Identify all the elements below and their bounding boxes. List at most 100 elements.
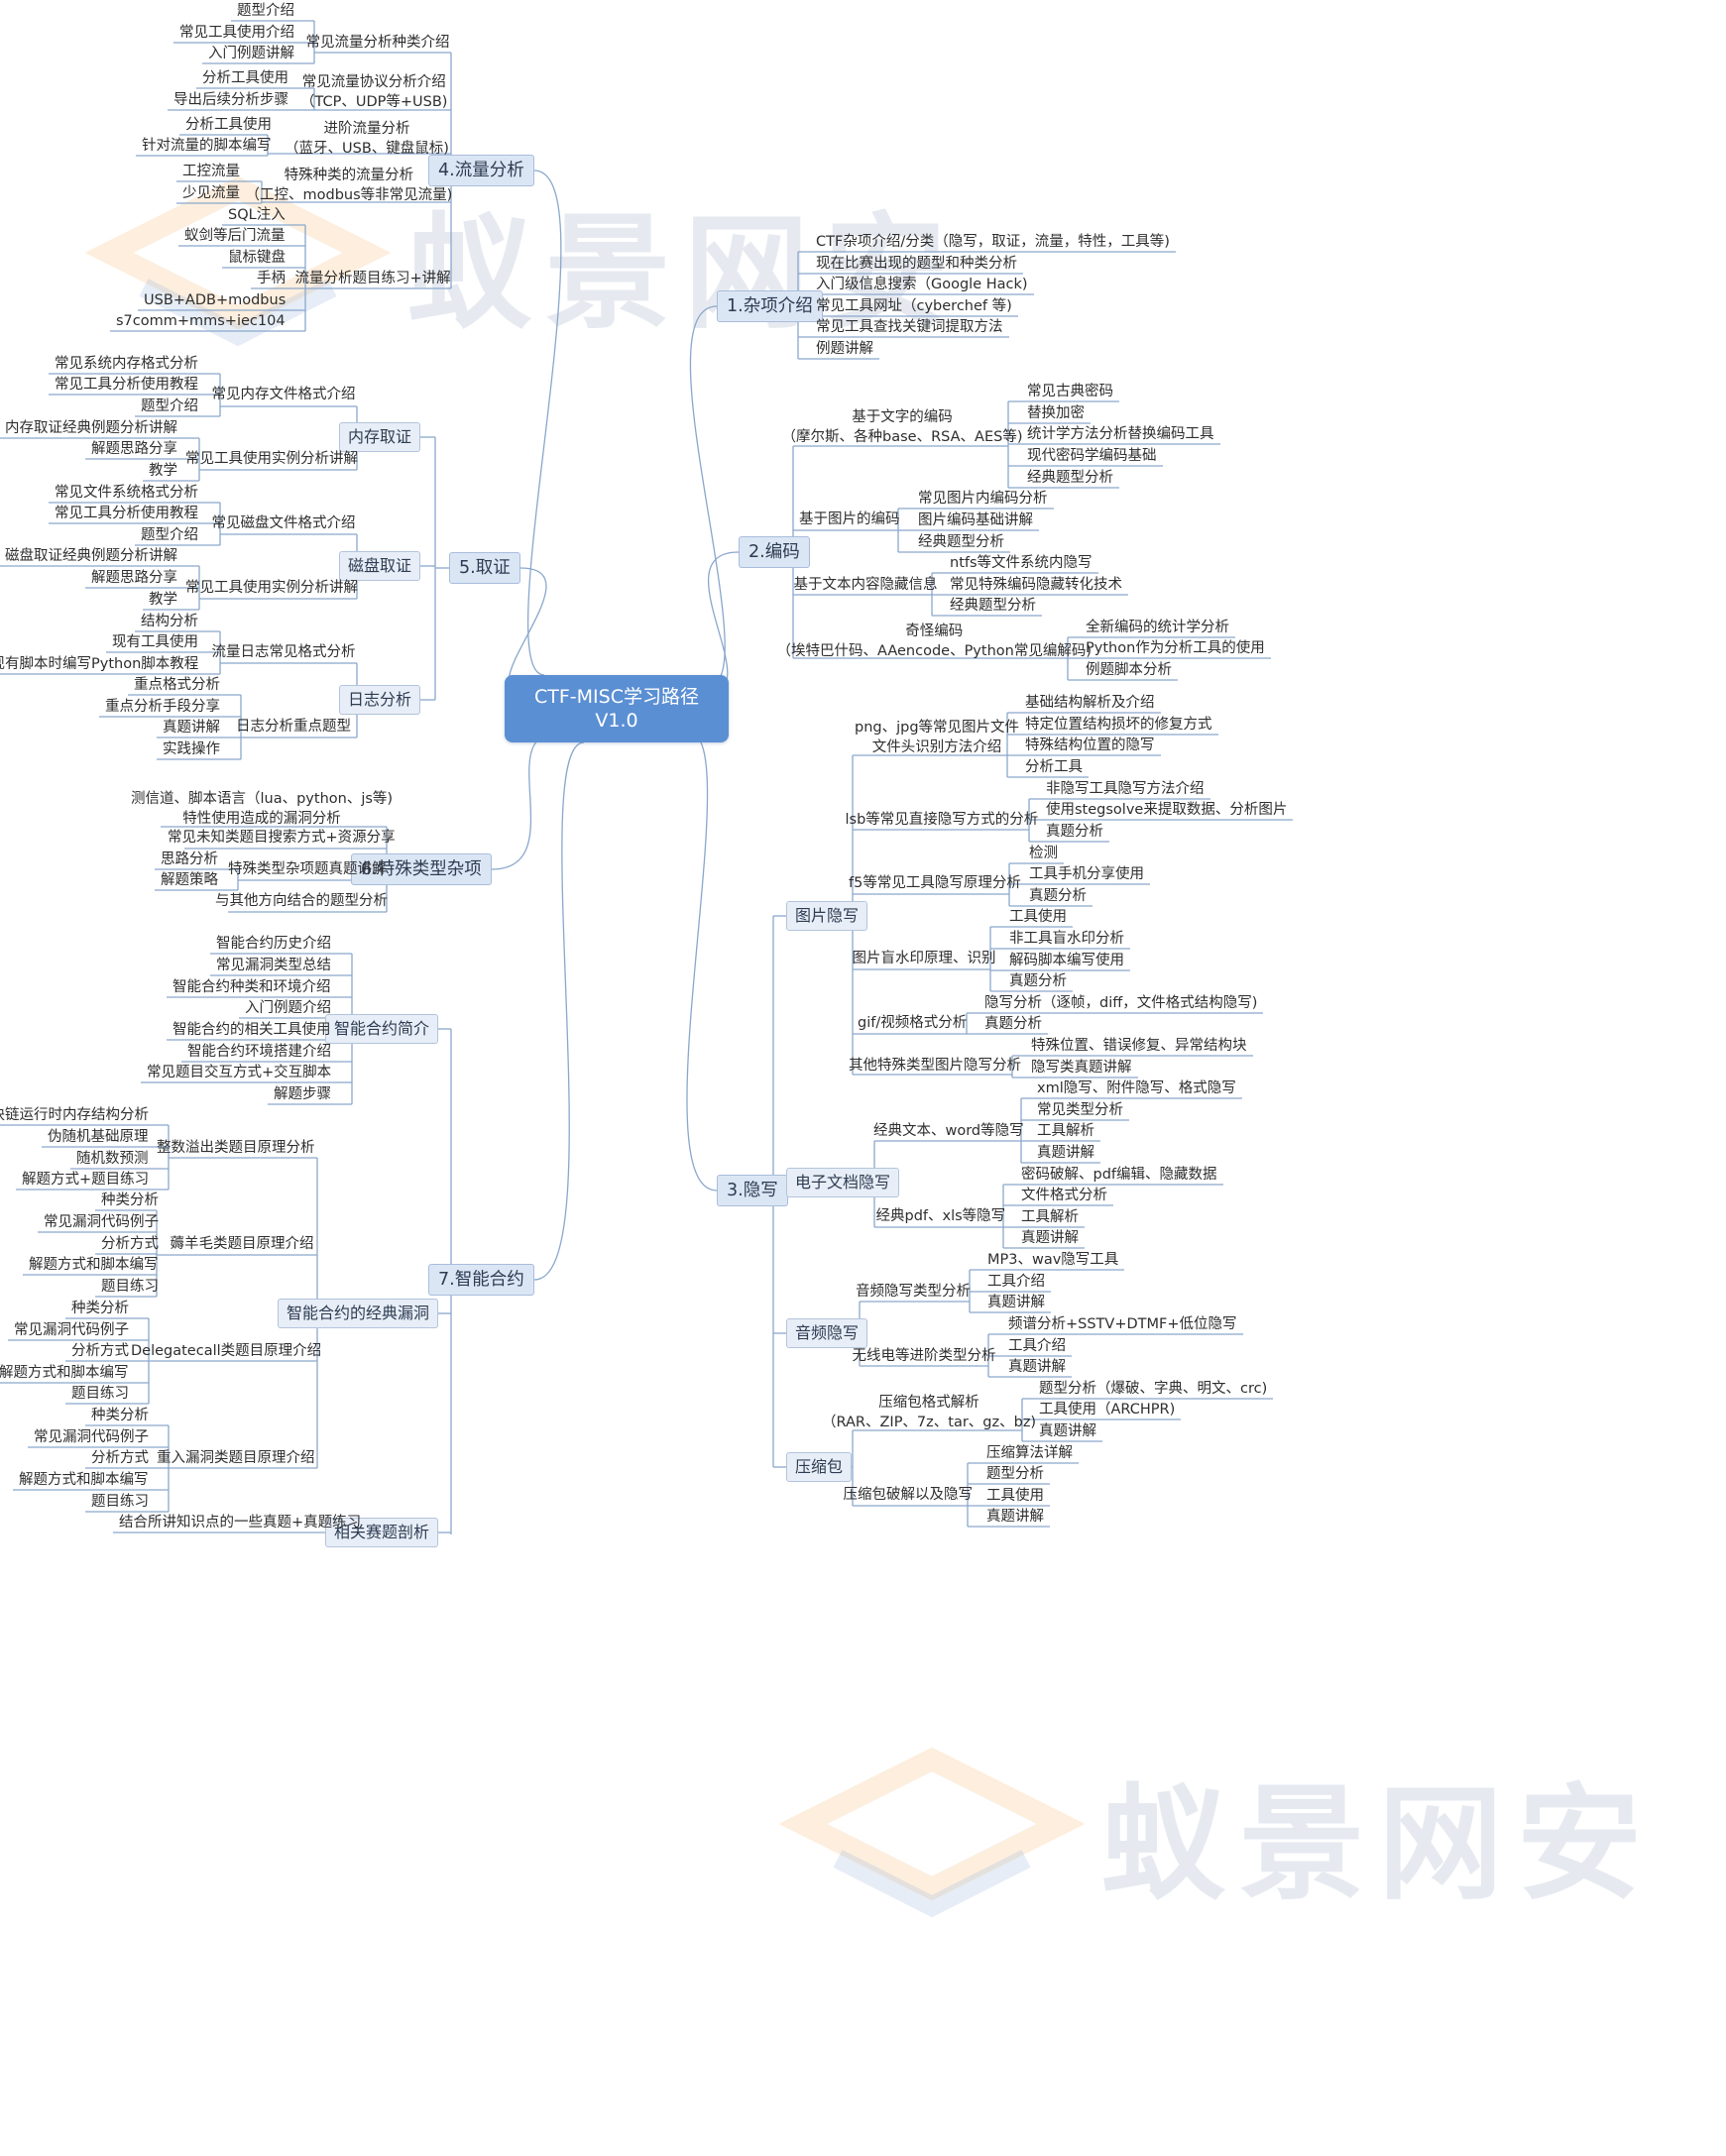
special-c4: 与其他方向结合的题型分析 — [215, 893, 388, 909]
contract-intro[interactable]: 智能合约简介 — [325, 1014, 439, 1044]
branch-special-misc[interactable]: 6.特殊类型杂项 — [351, 853, 492, 885]
memory-tools-item: 内存取证经典例题分析讲解 — [5, 420, 177, 436]
audio-type-item: MP3、wav隐写工具 — [987, 1252, 1119, 1268]
radio-analysis: 无线电等进阶类型分析 — [852, 1348, 996, 1364]
image-encoding: 基于图片的编码 — [799, 511, 900, 527]
protocol-analysis-item: 分析工具使用 — [202, 70, 288, 86]
contract-cases[interactable]: 相关赛题剖析 — [325, 1518, 439, 1547]
wool-pulling-item: 种类分析 — [101, 1192, 159, 1208]
pdf-xls-stego-item: 文件格式分析 — [1021, 1188, 1107, 1203]
special-c2: 常见未知类题目搜索方式+资源分享 — [168, 830, 396, 846]
root-node[interactable]: CTF-MISC学习路径 V1.0 — [505, 675, 729, 742]
special-traffic: 特殊种类的流量分析 （工控、modbus等非常见流量) — [245, 168, 453, 203]
memory-format-item: 常见系统内存格式分析 — [55, 356, 198, 372]
audio-type-item: 工具介绍 — [987, 1274, 1045, 1290]
gif-video-item: 隐写分析（逐帧，diff，文件格式结构隐写) — [984, 995, 1258, 1011]
image-stego[interactable]: 图片隐写 — [786, 901, 868, 931]
wool-pulling-item: 常见漏洞代码例子 — [44, 1214, 159, 1230]
wool-pulling-item: 解题方式和脚本编写 — [29, 1257, 159, 1273]
contract-vulns[interactable]: 智能合约的经典漏洞 — [278, 1299, 439, 1328]
special-c3-item: 思路分析 — [161, 851, 218, 867]
misc-intro-item: 常见工具查找关键词提取方法 — [816, 319, 1003, 335]
lsb-item: 非隐写工具隐写方法介绍 — [1046, 781, 1205, 797]
delegatecall-item: 解题方式和脚本编写 — [0, 1365, 129, 1381]
log-key-types-item: 实践操作 — [163, 741, 220, 757]
lsb-item: 使用stegsolve来提取数据、分析图片 — [1046, 802, 1288, 818]
odd-encoding: 奇怪编码 （埃特巴什码、AAencode、Python常见编解码) — [776, 624, 1092, 659]
integer-overflow-item: 区块链运行时内存结构分析 — [0, 1107, 149, 1123]
log-key-types: 日志分析重点题型 — [236, 719, 351, 735]
traffic-practice-item: 手柄 — [257, 271, 286, 286]
blind-watermark-item: 解码脚本编写使用 — [1009, 953, 1124, 968]
disk-tools-item: 解题思路分享 — [91, 570, 177, 586]
pdf-xls-stego-item: 真题讲解 — [1021, 1230, 1079, 1246]
other-image-item: 隐写类真题讲解 — [1031, 1060, 1132, 1076]
traffic-types-item: 入门例题讲解 — [208, 46, 294, 61]
text-hiding: 基于文本内容隐藏信息 — [793, 577, 938, 593]
memory-tools: 常见工具使用实例分析讲解 — [185, 451, 358, 467]
text-hiding-item: 经典题型分析 — [950, 598, 1036, 614]
archive-crack-item: 真题讲解 — [986, 1509, 1044, 1525]
misc-intro-item: 入门级信息搜索（Google Hack) — [816, 277, 1028, 292]
branch-traffic[interactable]: 4.流量分析 — [428, 155, 534, 186]
word-stego-item: 工具解析 — [1037, 1123, 1094, 1139]
radio-analysis-item: 工具介绍 — [1008, 1338, 1066, 1354]
branch-steganography[interactable]: 3.隐写 — [717, 1175, 788, 1206]
reentrancy: 重入漏洞类题目原理介绍 — [157, 1450, 315, 1466]
pdf-xls-stego: 经典pdf、xls等隐写 — [875, 1208, 1006, 1224]
other-image: 其他特殊类型图片隐写分析 — [849, 1058, 1021, 1074]
word-stego: 经典文本、word等隐写 — [873, 1123, 1024, 1139]
branch-encoding[interactable]: 2.编码 — [739, 536, 810, 568]
branch-forensics[interactable]: 5.取证 — [449, 552, 520, 584]
delegatecall: Delegatecall类题目原理介绍 — [131, 1343, 322, 1359]
log-analysis[interactable]: 日志分析 — [339, 685, 421, 715]
traffic-practice-item: SQL注入 — [228, 207, 286, 223]
f5: f5等常见工具隐写原理分析 — [849, 875, 1021, 891]
radio-analysis-item: 频谱分析+SSTV+DTMF+低位隐写 — [1008, 1316, 1237, 1332]
text-encoding-item: 现代密码学编码基础 — [1027, 448, 1157, 464]
branch-misc-intro[interactable]: 1.杂项介绍 — [717, 290, 823, 322]
image-encoding-item: 常见图片内编码分析 — [918, 491, 1048, 507]
disk-tools-item: 磁盘取证经典例题分析讲解 — [5, 548, 177, 564]
image-encoding-item: 图片编码基础讲解 — [918, 512, 1033, 528]
misc-intro-item: 现在比赛出现的题型和种类分析 — [816, 256, 1017, 272]
branch-smart-contract[interactable]: 7.智能合约 — [428, 1264, 534, 1296]
audio-type: 音频隐写类型分析 — [856, 1284, 971, 1300]
png-jpg: png、jpg等常见图片文件 文件头识别方法介绍 — [855, 720, 1020, 755]
disk-forensics[interactable]: 磁盘取证 — [339, 551, 421, 581]
contract-cases-item: 结合所讲知识点的一些真题+真题练习 — [119, 1515, 362, 1531]
branch-curve — [533, 741, 585, 1281]
contract-intro-item: 常见题目交互方式+交互脚本 — [147, 1065, 332, 1080]
special-c3-item: 解题策略 — [161, 872, 218, 888]
archive[interactable]: 压缩包 — [786, 1452, 853, 1482]
disk-tools: 常见工具使用实例分析讲解 — [185, 580, 358, 596]
png-jpg-item: 特定位置结构损坏的修复方式 — [1025, 717, 1212, 733]
contract-intro-item: 智能合约历史介绍 — [216, 936, 331, 952]
traffic-types: 常见流量分析种类介绍 — [305, 35, 450, 51]
branch-curve — [686, 732, 718, 1191]
memory-format-item: 题型介绍 — [141, 398, 198, 414]
log-key-types-item: 重点分析手段分享 — [105, 699, 220, 715]
png-jpg-item: 基础结构解析及介绍 — [1025, 695, 1155, 711]
archive-crack-item: 题型分析 — [986, 1466, 1044, 1482]
archive-crack-item: 工具使用 — [986, 1488, 1044, 1504]
misc-intro-item: 常见工具网址（cyberchef 等) — [816, 298, 1012, 314]
memory-forensics[interactable]: 内存取证 — [339, 422, 421, 452]
traffic-practice-item: 鼠标键盘 — [228, 250, 286, 266]
image-encoding-item: 经典题型分析 — [918, 534, 1004, 550]
integer-overflow-item: 解题方式+题目练习 — [22, 1172, 150, 1188]
blind-watermark-item: 工具使用 — [1009, 909, 1067, 925]
log-key-types-item: 真题讲解 — [163, 720, 220, 736]
doc-stego[interactable]: 电子文档隐写 — [786, 1168, 900, 1197]
text-hiding-item: 常见特殊编码隐藏转化技术 — [950, 577, 1122, 593]
audio-stego[interactable]: 音频隐写 — [786, 1318, 868, 1348]
wool-pulling: 薅羊毛类题目原理介绍 — [170, 1236, 314, 1252]
reentrancy-item: 常见漏洞代码例子 — [34, 1429, 149, 1445]
odd-encoding-item: 全新编码的统计学分析 — [1086, 620, 1229, 635]
f5-item: 真题分析 — [1029, 888, 1087, 904]
delegatecall-item: 题目练习 — [71, 1386, 129, 1402]
disk-tools-item: 教学 — [149, 592, 177, 608]
archive-crack-item: 压缩算法详解 — [986, 1445, 1073, 1461]
blind-watermark: 图片盲水印原理、识别 — [852, 951, 996, 966]
